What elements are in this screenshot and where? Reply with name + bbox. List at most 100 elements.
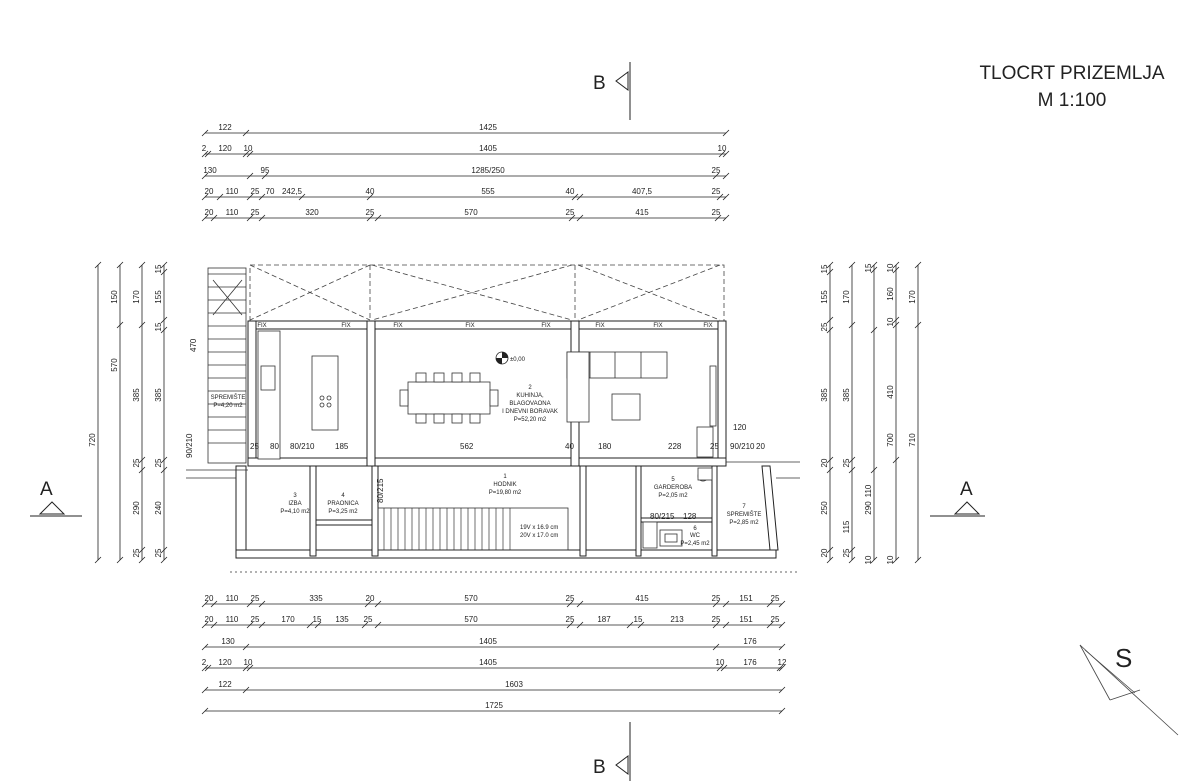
section-a-right-marker: A: [930, 479, 985, 517]
fix-window-label: FIX: [257, 323, 266, 329]
dimension-tick: [201, 643, 209, 651]
dimension-label: 40: [566, 187, 575, 196]
dimension-label: 25: [132, 458, 141, 467]
svg-text:P=52,20 m2: P=52,20 m2: [514, 417, 547, 423]
dimension-label: 170: [842, 290, 851, 304]
dimension-label: 155: [154, 290, 163, 304]
svg-text:P=4,20 m2: P=4,20 m2: [213, 403, 243, 409]
dimension-label: 570: [464, 208, 478, 217]
dimension-label: 1603: [505, 680, 523, 689]
svg-text:20: 20: [756, 442, 765, 451]
dimension-tick: [246, 621, 254, 629]
dimension-tick: [160, 316, 168, 324]
dimension-label: 10: [886, 317, 895, 326]
dimension-tick: [576, 621, 584, 629]
dimension-tick: [716, 664, 724, 672]
dimension-label: 10: [716, 658, 725, 667]
dimension-label: 10: [244, 658, 253, 667]
dimension-label: 710: [908, 433, 917, 447]
dimension-label: 250: [820, 501, 829, 515]
dimension-tick: [778, 707, 786, 715]
dimension-label: 40: [366, 187, 375, 196]
dimension-tick: [826, 546, 834, 554]
dimension-label: 20: [366, 594, 375, 603]
dimension-label: 25: [566, 594, 575, 603]
dimension-label: 151: [739, 615, 753, 624]
fix-window-label: FIX: [341, 323, 350, 329]
dimension-label: 25: [154, 458, 163, 467]
dimension-tick: [242, 129, 250, 137]
svg-text:4: 4: [341, 493, 345, 499]
dimension-tick: [778, 621, 786, 629]
svg-text:25: 25: [710, 442, 719, 451]
dimension-tick: [374, 621, 382, 629]
dimension-tick: [160, 466, 168, 474]
dimension-tick: [246, 600, 254, 608]
svg-text:SPREMIŠTE: SPREMIŠTE: [211, 394, 246, 401]
dimension-tick: [826, 326, 834, 334]
dimension-tick: [201, 129, 209, 137]
living-room-sofa: [566, 351, 717, 458]
dimension-tick: [201, 172, 209, 180]
dimension-label: 1405: [479, 144, 497, 153]
dimension-tick: [314, 621, 322, 629]
dimension-label: 130: [203, 166, 217, 175]
dimension-tick: [138, 546, 146, 554]
dimension-tick: [778, 686, 786, 694]
dimension-label: 242,5: [282, 187, 303, 196]
dimension-label: 160: [886, 287, 895, 301]
dimension-tick: [201, 193, 209, 201]
dimension-label: 25: [771, 594, 780, 603]
dimension-label: 410: [886, 385, 895, 399]
svg-text:470: 470: [189, 338, 198, 352]
dimension-tick: [826, 316, 834, 324]
svg-text:IZBA: IZBA: [288, 501, 301, 507]
svg-text:P=4,10 m2: P=4,10 m2: [280, 509, 310, 515]
dimension-tick: [892, 456, 900, 464]
dimension-label: 25: [364, 615, 373, 624]
dimension-label: 12: [778, 658, 787, 667]
dimension-label: 25: [771, 615, 780, 624]
dimension-label: 20: [205, 208, 214, 217]
dimension-label: 570: [110, 358, 119, 372]
dimension-tick: [160, 326, 168, 334]
dimension-tick: [242, 643, 250, 651]
dimension-tick: [242, 150, 250, 158]
svg-text:BLAGOVAONA: BLAGOVAONA: [509, 401, 550, 407]
dimension-label: 110: [226, 187, 239, 196]
dining-table: [399, 372, 499, 424]
dimension-label: 15: [154, 322, 163, 331]
dimension-label: 25: [251, 187, 260, 196]
dimension-label: 70: [266, 187, 275, 196]
dimension-tick: [637, 621, 645, 629]
dimension-label: 700: [886, 433, 895, 447]
dimension-tick: [626, 621, 634, 629]
dimension-tick: [138, 466, 146, 474]
dimension-label: 240: [154, 501, 163, 515]
dimension-tick: [366, 193, 374, 201]
opening-label: 90/210: [730, 442, 755, 451]
dimension-tick: [94, 556, 102, 564]
dimension-label: 25: [154, 548, 163, 557]
dimension-tick: [242, 664, 250, 672]
dimension-tick: [826, 556, 834, 564]
dimension-tick: [298, 193, 306, 201]
dimension-label: 25: [566, 208, 575, 217]
dimension-label: 385: [154, 388, 163, 402]
dimension-label: 170: [908, 290, 917, 304]
dimension-tick: [870, 261, 878, 269]
svg-text:KUHINJA,: KUHINJA,: [516, 393, 544, 399]
svg-text:1: 1: [503, 474, 507, 480]
dimension-tick: [892, 556, 900, 564]
dimension-label: 407,5: [632, 187, 653, 196]
dimension-tick: [766, 600, 774, 608]
dimension-tick: [870, 466, 878, 474]
dimension-tick: [566, 621, 574, 629]
section-b-bottom-label: B: [593, 757, 606, 778]
dimension-tick: [722, 129, 730, 137]
dimension-label: 25: [842, 548, 851, 557]
dimension-label: 120: [218, 144, 232, 153]
dimension-label: 1425: [479, 123, 497, 132]
dimension-label: 10: [886, 263, 895, 272]
